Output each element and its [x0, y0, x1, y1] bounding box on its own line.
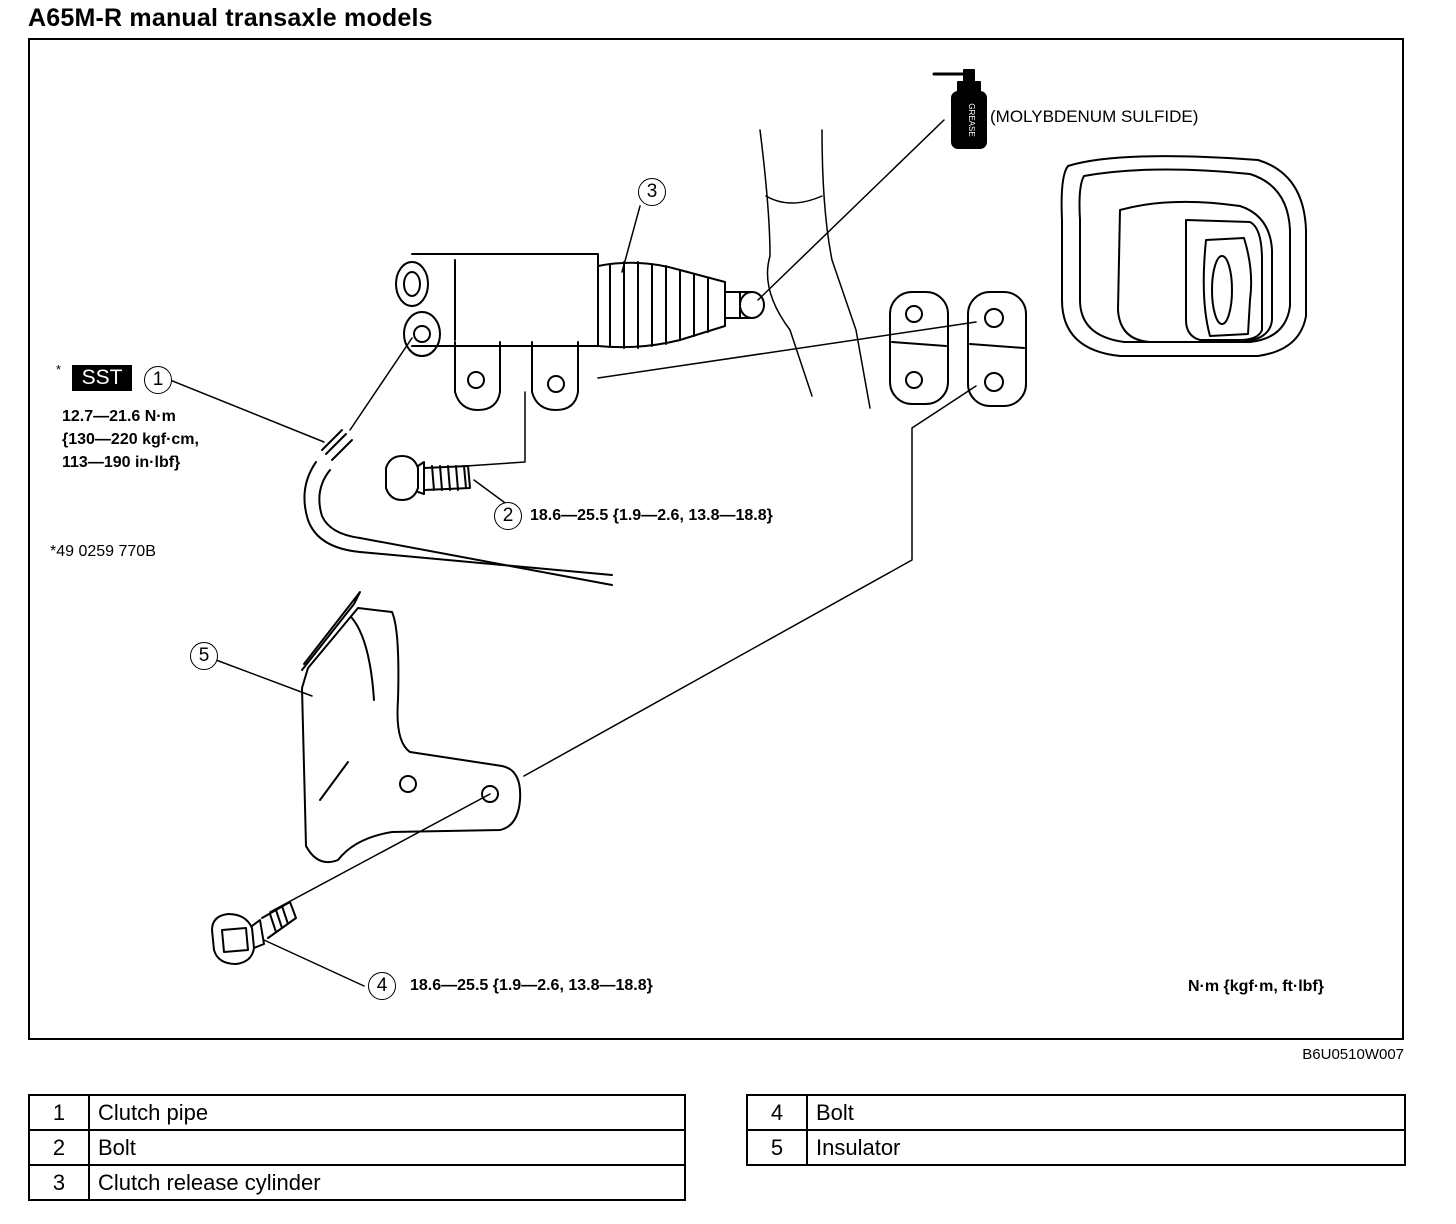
callout-4: 4 [368, 972, 396, 1000]
sst-asterisk: * [56, 362, 62, 377]
sst-note: *49 0259 770B [50, 543, 156, 560]
callout-2: 2 [494, 502, 522, 530]
table-row: 3 Clutch release cylinder [28, 1164, 686, 1201]
part-number: 3 [28, 1164, 90, 1201]
insulator-drawing [301, 591, 522, 864]
parts-table-right: 4 Bolt 5 Insulator [746, 1094, 1406, 1166]
table-row: 1 Clutch pipe [28, 1094, 686, 1131]
part-name: Bolt [806, 1094, 1406, 1131]
table-row: 5 Insulator [746, 1129, 1406, 1166]
page-title: A65M-R manual transaxle models [28, 4, 433, 32]
callout-3: 3 [638, 178, 666, 206]
part-name: Insulator [806, 1129, 1406, 1166]
leader-lines [169, 119, 977, 987]
callout-5: 5 [190, 642, 218, 670]
table-row: 4 Bolt [746, 1094, 1406, 1131]
torque-2: 18.6—25.5 {1.9—2.6, 13.8—18.8} [530, 507, 773, 524]
torque-1-line1: 12.7—21.6 N·m [62, 408, 176, 425]
table-row: 2 Bolt [28, 1129, 686, 1166]
torque-1-line2: {130—220 kgf·cm, [62, 431, 199, 448]
bracket-plates-drawing [889, 291, 1027, 407]
grease-label: (MOLYBDENUM SULFIDE) [990, 107, 1199, 126]
release-cylinder-drawing [395, 253, 765, 411]
units-label: N·m {kgf·m, ft·lbf} [1188, 978, 1324, 995]
parts-table-left: 1 Clutch pipe 2 Bolt 3 Clutch release cy… [28, 1094, 686, 1201]
callout-1: 1 [144, 366, 172, 394]
part-number: 4 [746, 1094, 808, 1131]
sst-badge: SST [72, 365, 132, 391]
transaxle-outline [759, 129, 871, 409]
torque-4: 18.6—25.5 {1.9—2.6, 13.8—18.8} [410, 977, 653, 994]
grease-can-icon [932, 69, 987, 149]
part-number: 5 [746, 1129, 808, 1166]
shift-boot-drawing [1060, 155, 1307, 357]
clutch-pipe-drawing [303, 429, 613, 586]
part-name: Clutch release cylinder [88, 1164, 686, 1201]
part-name: Clutch pipe [88, 1094, 686, 1131]
grease-can-text: GREASE [967, 103, 976, 136]
bolt-4-drawing [211, 901, 297, 965]
diagram-frame [28, 38, 1404, 1040]
figure-code: B6U0510W007 [1302, 1046, 1404, 1063]
bolt-2-drawing [385, 455, 471, 501]
part-name: Bolt [88, 1129, 686, 1166]
torque-1-line3: 113—190 in·lbf} [62, 454, 181, 471]
part-number: 1 [28, 1094, 90, 1131]
part-number: 2 [28, 1129, 90, 1166]
